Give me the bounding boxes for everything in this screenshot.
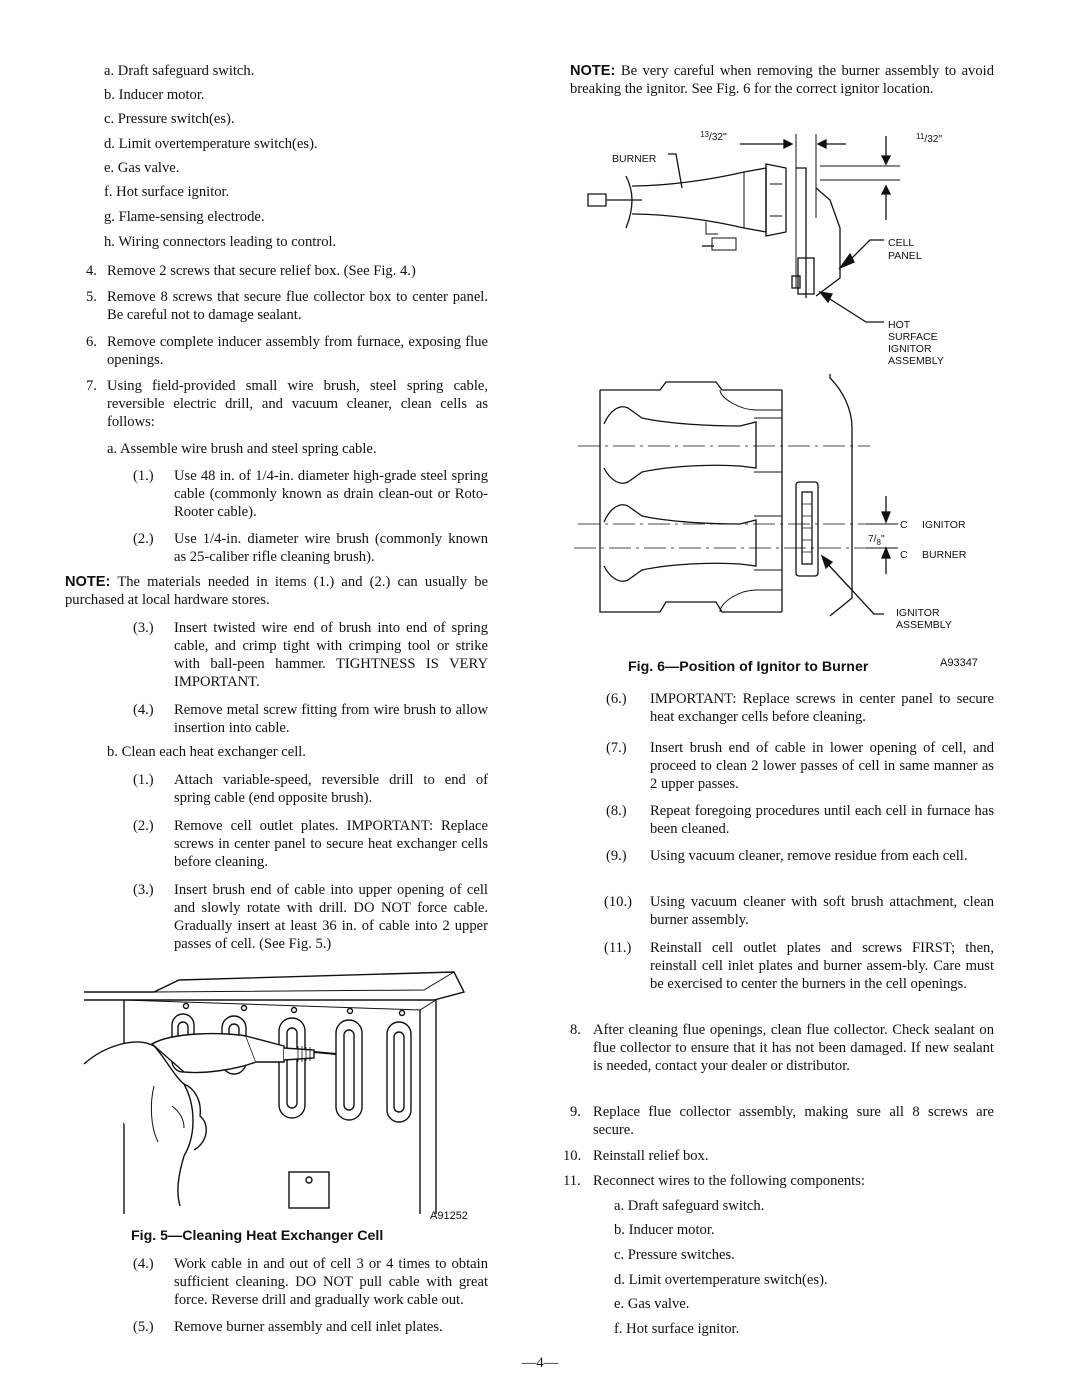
page-number: —4— — [521, 1355, 559, 1371]
dim-7-8: 7/8" — [868, 533, 885, 547]
dim-11-32: 11/32" — [916, 132, 942, 145]
dim-13-32: 13/32" — [700, 130, 727, 143]
svg-text:ASSEMBLY: ASSEMBLY — [896, 619, 952, 631]
list-item: c. Pressure switch(es). — [104, 111, 235, 127]
list-item: a. Draft safeguard switch. — [614, 1198, 765, 1214]
svg-text:IGNITOR: IGNITOR — [888, 343, 932, 355]
centerline-ignitor-label: IGNITOR — [922, 519, 966, 531]
list-item: f. Hot surface ignitor. — [104, 184, 230, 200]
list-item: e. Gas valve. — [614, 1296, 690, 1312]
note-burner: NOTE: Be very careful when removing the … — [570, 63, 995, 97]
burner-label: BURNER — [612, 153, 657, 165]
step-7a: a. Assemble wire brush and steel spring … — [107, 441, 377, 457]
fig6-caption: Fig. 6—Position of Ignitor to Burner — [628, 659, 869, 675]
list-item: b. Inducer motor. — [104, 87, 205, 103]
fig5-caption: Fig. 5—Cleaning Heat Exchanger Cell — [131, 1228, 384, 1244]
fig6-code: A93347 — [940, 657, 978, 669]
fig6-illustration: BURNER 13/32" 11/32" CELL PANEL HOT SURF… — [574, 130, 967, 631]
note-materials: NOTE: The materials needed in items (1.)… — [65, 574, 488, 608]
ignitor-assembly-label: IGNITOR — [896, 607, 940, 619]
hsi-label: HOT — [888, 319, 911, 331]
fig5-code: A91252 — [430, 1210, 468, 1222]
list-item: d. Limit overtemperature switch(es). — [104, 136, 318, 152]
centerline-burner-label: BURNER — [922, 549, 967, 561]
list-item: g. Flame-sensing electrode. — [104, 209, 265, 225]
list-item: b. Inducer motor. — [614, 1222, 715, 1238]
centerline-ignitor-symbol: C — [900, 519, 908, 531]
cell-panel-label: CELL — [888, 237, 914, 249]
list-item: c. Pressure switches. — [614, 1247, 735, 1263]
list-item: d. Limit overtemperature switch(es). — [614, 1272, 828, 1288]
step-7b: b. Clean each heat exchanger cell. — [107, 744, 306, 760]
list-item: e. Gas valve. — [104, 160, 180, 176]
list-item: h. Wiring connectors leading to control. — [104, 234, 337, 250]
svg-text:SURFACE: SURFACE — [888, 331, 938, 343]
fig5-illustration — [83, 971, 466, 1214]
list-item: f. Hot surface ignitor. — [614, 1321, 740, 1337]
svg-text:PANEL: PANEL — [888, 250, 922, 262]
list-item: a. Draft safeguard switch. — [104, 63, 255, 79]
svg-text:ASSEMBLY: ASSEMBLY — [888, 355, 944, 367]
centerline-burner-symbol: C — [900, 549, 908, 561]
